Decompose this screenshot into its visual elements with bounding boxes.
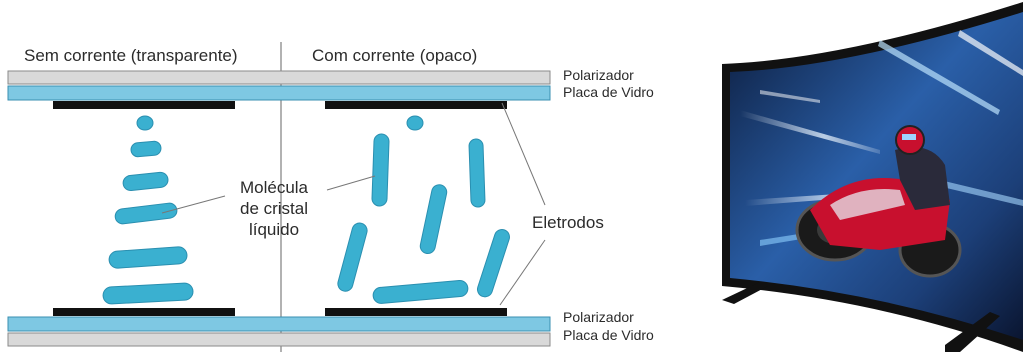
tv-stand-right: [945, 312, 1000, 352]
molecule: [114, 202, 178, 225]
bottom-glass-label: Placa de Vidro: [563, 327, 654, 343]
electrodes-label: Eletrodos: [532, 213, 604, 232]
tv-stand-left: [722, 282, 768, 304]
molecule-label-line-1: Molécula: [239, 178, 309, 197]
molecule: [108, 246, 188, 269]
molecule: [372, 280, 469, 304]
motorcycle-rider: [795, 125, 962, 278]
top-polarizer: [7, 70, 551, 85]
top-polarizer-label: Polarizador: [563, 67, 634, 83]
top-electrode-right: [325, 101, 507, 109]
top-glass-plate: [7, 85, 551, 101]
leader-lines: [161, 102, 546, 306]
top-electrode-left: [53, 101, 235, 109]
bottom-electrode-right: [325, 308, 507, 316]
molecule: [468, 138, 486, 208]
top-glass-label: Placa de Vidro: [563, 84, 654, 100]
left-panel-title: Sem corrente (transparente): [24, 46, 238, 65]
bottom-polarizer-label: Polarizador: [563, 309, 634, 325]
molecule: [122, 171, 169, 192]
bottom-glass-plate: [7, 316, 551, 332]
right-panel-title: Com corrente (opaco): [312, 46, 478, 65]
molecule: [136, 115, 154, 131]
left-molecules: [102, 115, 194, 305]
molecule-label: Molécula de cristal líquido: [224, 177, 324, 240]
molecule: [371, 133, 390, 207]
molecule: [337, 222, 368, 292]
bottom-polarizer: [7, 332, 551, 347]
molecule: [406, 115, 424, 131]
molecule-label-line-3: líquido: [248, 220, 300, 239]
molecule: [476, 229, 510, 298]
bottom-electrode-left: [53, 308, 235, 316]
molecule: [130, 140, 162, 158]
right-molecules: [337, 115, 510, 304]
molecule: [102, 282, 194, 305]
molecule-label-line-2: de cristal: [239, 199, 309, 218]
molecule: [419, 184, 448, 255]
curved-tv: [722, 2, 1023, 352]
